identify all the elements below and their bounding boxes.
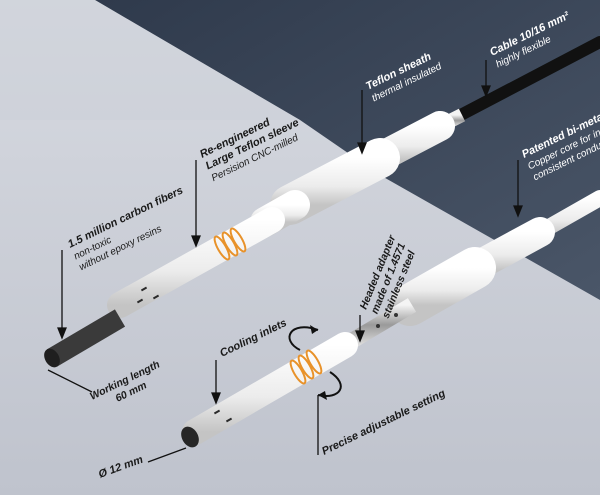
upper-cooling-slots <box>136 286 160 304</box>
lower-sleeve <box>182 332 358 445</box>
upper-cable <box>449 36 600 124</box>
upper-electrode <box>44 36 600 368</box>
lower-tip-face <box>181 426 199 448</box>
rotation-arrowhead-2 <box>318 391 327 400</box>
rotation-arrowhead-1 <box>310 325 318 334</box>
upper-carbon-tip <box>46 309 126 367</box>
callout-lines <box>47 60 523 463</box>
lower-grip-body <box>389 247 496 326</box>
lower-cooling-slots <box>213 409 233 423</box>
upper-sleeve <box>107 207 285 318</box>
lower-electrode <box>181 190 600 448</box>
lower-rings <box>289 349 323 385</box>
upper-tip-face <box>44 348 60 368</box>
background-dark-panel <box>95 0 600 300</box>
upper-rings <box>213 227 247 261</box>
background-light-panel <box>0 0 300 120</box>
